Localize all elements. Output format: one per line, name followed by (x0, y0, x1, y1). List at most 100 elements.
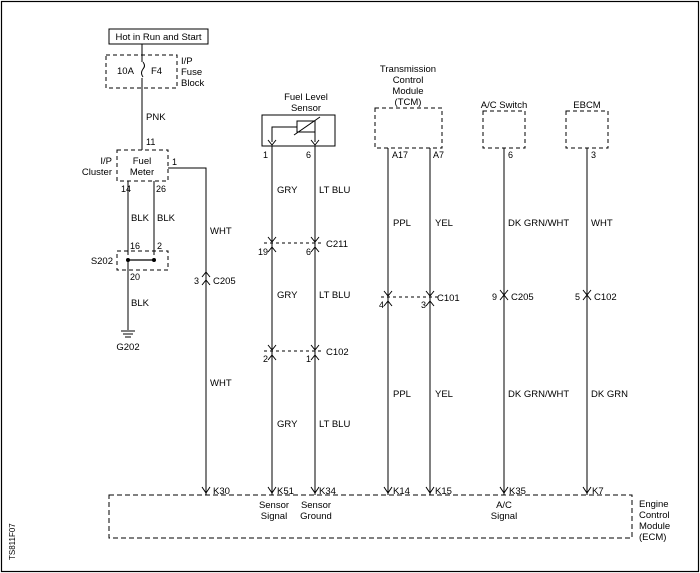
splice-pin-20: 20 (130, 272, 140, 282)
c101-pin-3: 3 (421, 300, 426, 310)
power-banner-box (108, 28, 209, 45)
power-banner: Hot in Run and Start (115, 32, 201, 43)
ecm-module-label-2: Control (639, 510, 670, 521)
c205-ac-name: C205 (511, 292, 534, 303)
wire-label-yel-1: YEL (435, 218, 453, 229)
ecm-sensor-signal-1: Sensor (259, 500, 289, 511)
cluster-pin-11: 11 (146, 137, 155, 147)
fuse-block-label-3: Block (181, 78, 204, 89)
fuel-sensor-pin-1: 1 (263, 150, 268, 160)
ecm-ac-signal-1: A/C (496, 500, 512, 511)
wire-label-ppl-1: PPL (393, 218, 411, 229)
ecm-module-label-4: (ECM) (639, 532, 666, 543)
ground-label: G202 (116, 342, 139, 353)
fuel-sensor-label-1: Fuel Level (284, 92, 328, 103)
tcm-box (374, 107, 443, 149)
ecm-box (108, 494, 633, 539)
ebcm-label: EBCM (573, 100, 601, 111)
wire-label-blk-right: BLK (157, 213, 176, 224)
c205-ac-pin: 9 (492, 292, 497, 302)
ecm-pin-k15: K15 (435, 486, 452, 497)
ecm-sensor-ground-2: Ground (300, 511, 332, 522)
c101-name: C101 (437, 293, 460, 304)
fuel-meter-label-2: Meter (130, 167, 154, 178)
fuse-block-label-1: I/P (181, 56, 193, 67)
wire-label-gry-1: GRY (277, 185, 298, 196)
wire-label-dkgrnwht-2: DK GRN/WHT (508, 389, 569, 400)
fuel-sensor-pin-6: 6 (306, 150, 311, 160)
ac-switch-label: A/C Switch (481, 100, 527, 111)
ecm-module-label-1: Engine (639, 499, 669, 510)
wire-wht (168, 167, 207, 495)
ebcm-pin-3: 3 (591, 150, 596, 160)
ecm-sensor-signal-2: Signal (261, 511, 287, 522)
wire-label-pnk: PNK (146, 112, 166, 123)
cluster-label-1: I/P (100, 156, 112, 167)
ecm-ac-signal-2: Signal (491, 511, 517, 522)
c102-pin-1: 1 (306, 354, 311, 364)
wire-label-ppl-2: PPL (393, 389, 411, 400)
ecm-pin-k14: K14 (393, 486, 410, 497)
c205-wht-name: C205 (213, 276, 236, 287)
cluster-pin-1: 1 (172, 157, 177, 167)
wire-label-yel-2: YEL (435, 389, 453, 400)
connector-c205-wht-icon (201, 271, 211, 278)
ecm-pin-k7: K7 (592, 486, 604, 497)
wire-label-dkgrnwht-1: DK GRN/WHT (508, 218, 569, 229)
fuel-meter-label-1: Fuel (133, 156, 151, 167)
wire-label-blk-left: BLK (131, 213, 150, 224)
cluster-pin-26: 26 (156, 184, 166, 194)
splice-dot-right (152, 258, 156, 262)
cluster-label-2: Cluster (82, 167, 112, 178)
wire-label-wht-ebcm: WHT (591, 218, 613, 229)
splice-label: S202 (91, 256, 113, 267)
tcm-label-1: Transmission (380, 64, 436, 75)
c211-pin-19: 19 (258, 247, 268, 257)
ecm-module-label-3: Module (639, 521, 670, 532)
c102-pin-2: 2 (263, 354, 268, 364)
wire-label-wht-lower: WHT (210, 378, 232, 389)
wire-label-ltblu-3: LT BLU (319, 419, 350, 430)
ecm-pin-k30: K30 (213, 486, 230, 497)
ecm-pin-k34: K34 (319, 486, 336, 497)
splice-pin-16: 16 (130, 241, 140, 251)
tcm-pin-a7: A7 (433, 150, 444, 160)
fuse-icon (141, 61, 145, 78)
wire-label-ltblu-1: LT BLU (319, 185, 350, 196)
c102-name: C102 (326, 347, 349, 358)
wire-label-gry-2: GRY (277, 290, 298, 301)
ground-icon (121, 330, 135, 338)
ecm-sensor-ground-1: Sensor (301, 500, 331, 511)
splice-pin-2: 2 (157, 241, 162, 251)
wire-label-blk-ground: BLK (131, 298, 150, 309)
tcm-label-2: Control (393, 75, 424, 86)
wire-label-wht-upper: WHT (210, 226, 232, 237)
c211-pin-6: 6 (306, 247, 311, 257)
fuse-id: F4 (151, 66, 162, 77)
wire-label-ltblu-2: LT BLU (319, 290, 350, 301)
c205-wht-pin: 3 (194, 276, 199, 286)
figure-id: TS811F07 (8, 523, 17, 560)
ebcm-box (565, 110, 609, 149)
ecm-pin-k35: K35 (509, 486, 526, 497)
tcm-label-3: Module (392, 86, 423, 97)
tcm-label-4: (TCM) (395, 97, 422, 108)
c102-ebcm-name: C102 (594, 292, 617, 303)
ecm-pin-k51: K51 (277, 486, 294, 497)
fuse-block-label-2: Fuse (181, 67, 202, 78)
ac-switch-box (482, 110, 526, 149)
wire-label-dkgrn-ebcm: DK GRN (591, 389, 628, 400)
cluster-pin-14: 14 (121, 184, 131, 194)
fuse-rating: 10A (117, 66, 135, 77)
ac-switch-pin-6: 6 (508, 150, 513, 160)
c101-pin-4: 4 (379, 300, 384, 310)
tcm-pin-a17: A17 (392, 150, 408, 160)
c102-ebcm-pin: 5 (575, 292, 580, 302)
fuel-sensor-label-2: Sensor (291, 103, 321, 114)
cluster-box (116, 149, 169, 182)
fuel-sensor-box (261, 114, 336, 147)
c211-name: C211 (326, 239, 348, 250)
